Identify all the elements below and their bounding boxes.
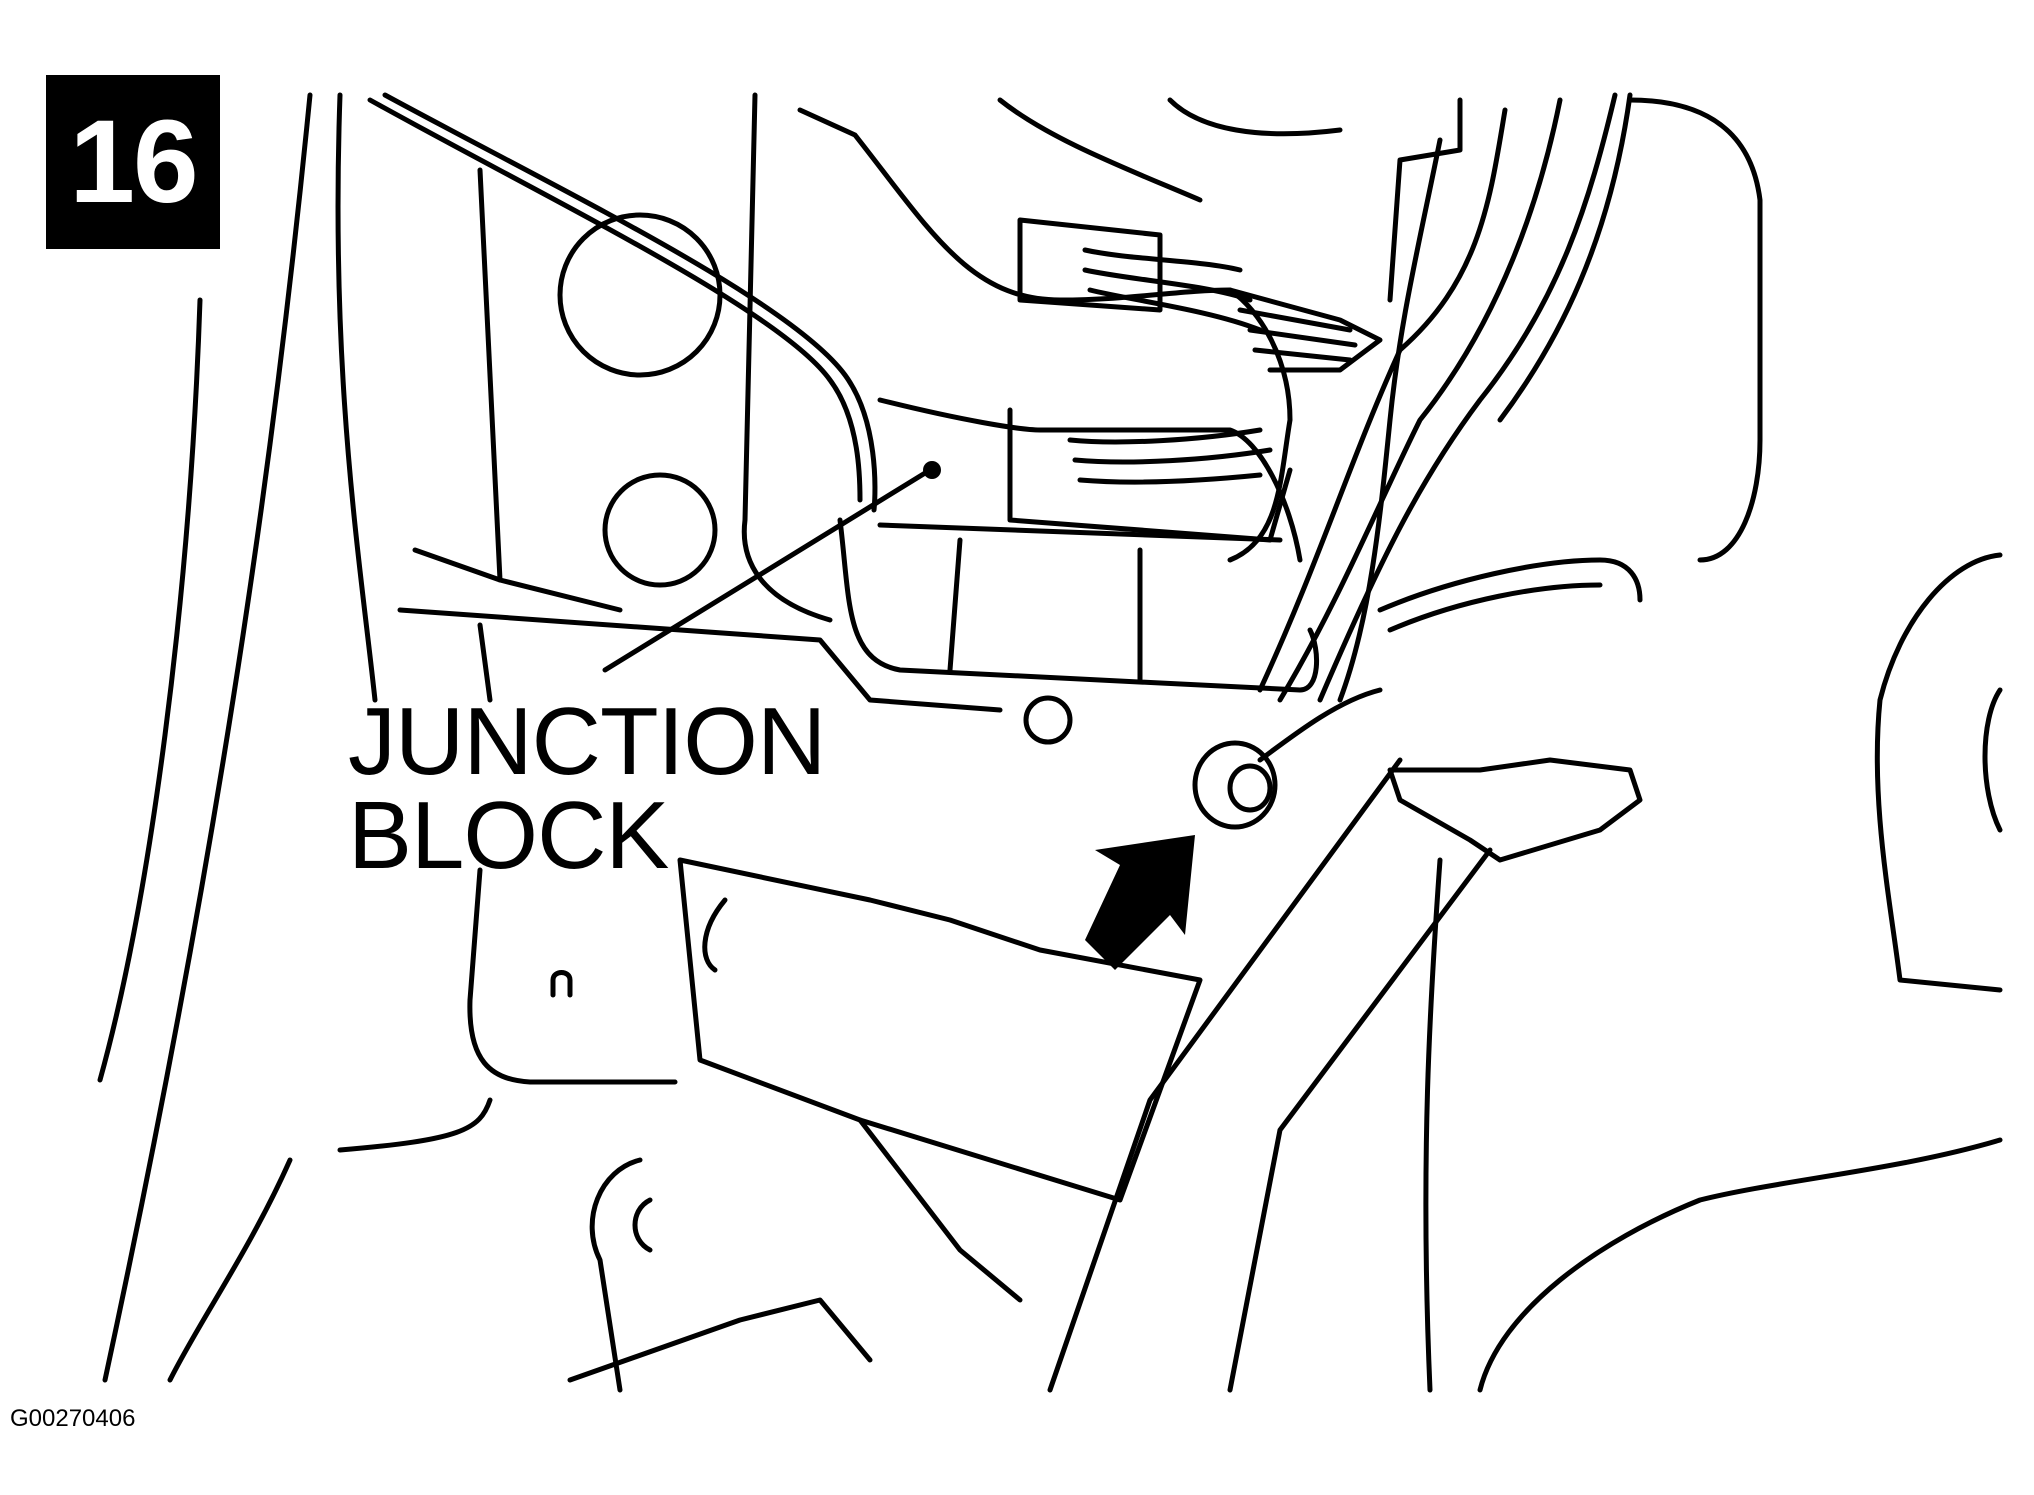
right-panel-upper — [1627, 97, 1763, 563]
diagonal-brace-lower — [1227, 847, 1493, 1393]
housing-frame-lower — [397, 607, 1003, 713]
ground-bolt-outer — [1192, 740, 1278, 830]
housing-back-edge — [741, 92, 833, 623]
right-panel-lower — [1477, 1137, 2003, 1393]
junction-block-plate-top — [877, 522, 1283, 543]
junction-block-leader-dot — [923, 461, 941, 479]
connector-lower-ribs-1 — [1067, 427, 1263, 445]
junction-block-label-line1: JUNCTION — [348, 688, 826, 795]
left-trim-line — [97, 297, 203, 1083]
mounting-hole-lower — [602, 472, 718, 588]
left-pillar-outline — [102, 92, 313, 1383]
ground-lug — [1257, 687, 1383, 763]
housing-frame-line — [412, 547, 503, 583]
right-panel-inner — [1982, 687, 2003, 833]
housing-top-curve — [367, 97, 863, 503]
left-lower-edge — [167, 1157, 293, 1383]
connector-lower-ribs-2 — [1072, 447, 1273, 465]
brace-clamp — [1387, 757, 1643, 863]
cable-bundle-edge — [1497, 92, 1633, 423]
cable-bundle-mid — [1277, 97, 1563, 703]
junction-block-leader-line — [602, 467, 933, 673]
top-right-loop — [1167, 97, 1343, 137]
lower-bracket — [677, 857, 1203, 1203]
lower-left-curve — [337, 1097, 493, 1153]
top-right-bracket — [1387, 97, 1463, 303]
connector-plug-ribs-2 — [1082, 267, 1253, 303]
junction-block-label-line2: BLOCK — [348, 782, 669, 889]
top-right-curve — [997, 97, 1203, 203]
lower-bracket-foot — [589, 1157, 643, 1393]
connector-lower-ribs-3 — [1077, 472, 1263, 485]
right-lower-edge — [1423, 857, 1443, 1393]
connector-plug-outline — [1017, 217, 1163, 313]
right-panel-curve — [1874, 552, 2003, 993]
connector-plug-ribs-1 — [1082, 247, 1243, 273]
mounting-hole-upper — [557, 212, 723, 378]
mounting-hole-center — [1023, 695, 1073, 745]
left-pillar-inner — [335, 92, 378, 703]
lower-left-panel — [467, 867, 678, 1085]
connector-plug-ribs-3 — [1087, 287, 1263, 333]
connector-body-lower — [877, 397, 1303, 563]
figure-code: G00270406 — [10, 1405, 136, 1432]
lower-bracket-hole — [632, 1197, 653, 1253]
junction-block-label: JUNCTION BLOCK — [348, 688, 826, 889]
lower-left-short-line — [477, 622, 493, 703]
lower-left-arc — [702, 897, 728, 973]
ground-wire — [1377, 557, 1643, 613]
step-number-badge: 16 — [46, 75, 220, 249]
ground-point-arrow — [1085, 835, 1195, 970]
connector-face — [1007, 407, 1293, 543]
junction-block-plate-divider-1 — [947, 537, 963, 673]
junction-block-plate — [837, 517, 1320, 693]
diagonal-brace-upper — [1047, 757, 1403, 1393]
connector-right-tab — [1227, 287, 1383, 373]
lower-floor-line — [567, 1297, 873, 1383]
ground-wire-inner — [1387, 582, 1603, 633]
housing-top-curve-inner — [382, 92, 878, 513]
connector-right-tab-ribs — [1237, 307, 1358, 363]
small-slot — [550, 970, 573, 998]
lower-bracket-edge — [857, 1117, 1023, 1303]
housing-left-edge — [477, 167, 623, 613]
ground-bolt-inner — [1227, 763, 1273, 813]
cable-sheath — [1337, 137, 1443, 703]
